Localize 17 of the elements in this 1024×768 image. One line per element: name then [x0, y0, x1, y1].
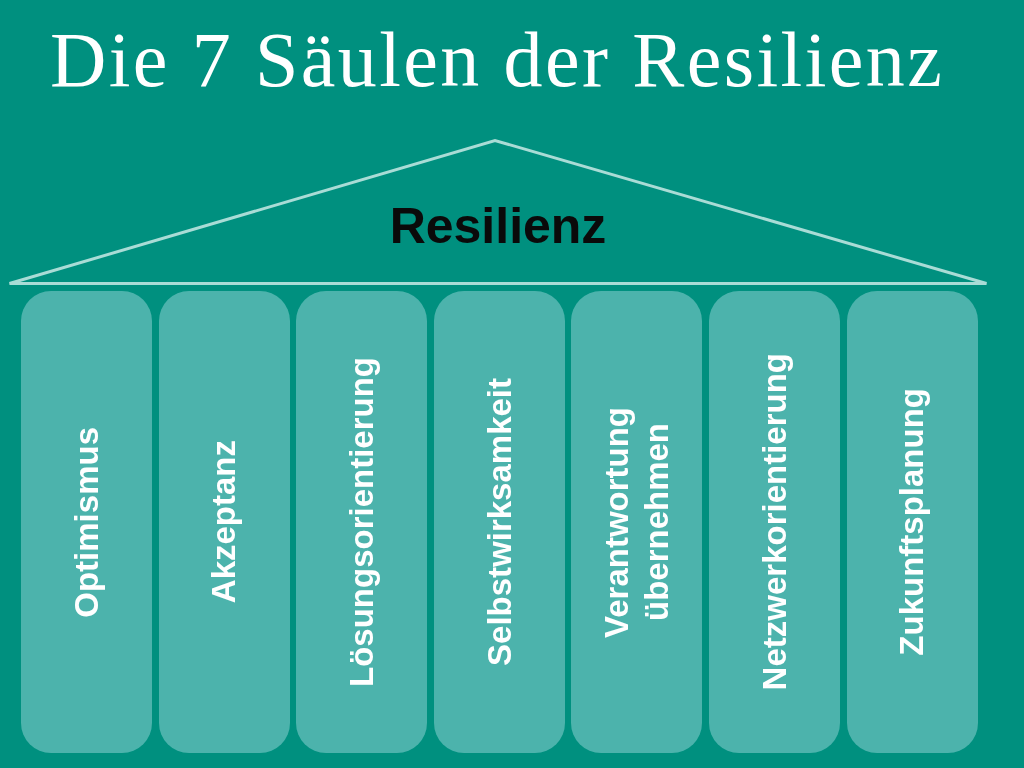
- pillar-label: Zukunftsplanung: [892, 388, 932, 656]
- pillar: [846, 291, 978, 753]
- pillar: [296, 291, 428, 753]
- roof-triangle: [8, 139, 988, 285]
- pillar-label: Selbstwirksamkeit: [479, 378, 519, 666]
- pillar-label: Akzeptanz: [204, 440, 244, 604]
- pillar: [433, 291, 565, 753]
- pillar: [158, 291, 290, 753]
- pillar-label: Lösungsorientierung: [341, 357, 381, 687]
- pillar-label: Optimismus: [66, 426, 106, 618]
- pillar: [21, 291, 152, 753]
- roof-label: Resilienz: [389, 199, 607, 254]
- title: Die 7 Säulen der Resilienz: [50, 17, 945, 103]
- pillar: [709, 291, 840, 753]
- pillar-label: Netzwerkorientierung: [754, 353, 794, 691]
- pillar: [571, 291, 703, 753]
- pillar-label: Verantwortung übernehmen: [597, 405, 676, 640]
